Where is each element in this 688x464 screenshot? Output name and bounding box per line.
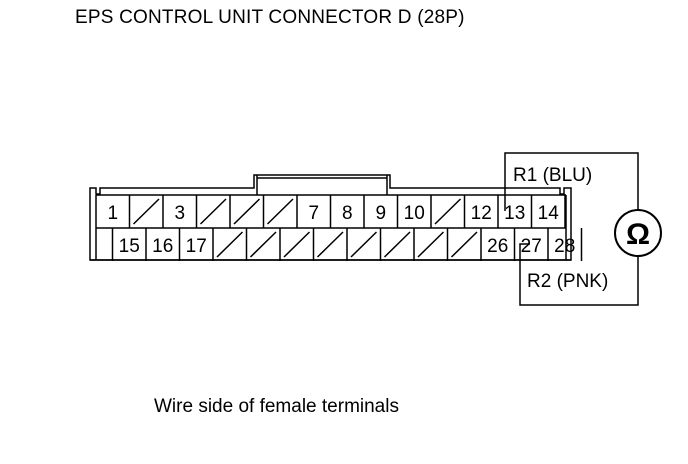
unused-terminal-slash <box>283 231 311 258</box>
terminal-number: 16 <box>152 236 173 257</box>
diagram-caption: Wire side of female terminals <box>154 396 399 417</box>
unused-terminal-slash <box>450 231 478 258</box>
terminal-number: 26 <box>487 236 508 257</box>
terminal-number: 9 <box>375 203 386 224</box>
bottom-row-cell <box>417 228 449 261</box>
top-row-cell: 3 <box>174 195 198 228</box>
terminal-number: 12 <box>471 203 492 224</box>
connector-bottom-row: 15 16 17 26 27 28 <box>111 228 583 261</box>
top-row-cell: 9 <box>375 195 399 228</box>
bottom-row-cell <box>350 228 382 261</box>
unused-terminal-slash <box>199 198 227 225</box>
bottom-row-cell <box>216 228 248 261</box>
top-row-cell: 10 <box>404 195 432 228</box>
top-row-cell: 8 <box>342 195 365 228</box>
unused-terminal-slash <box>350 231 378 258</box>
unused-terminal-slash <box>434 198 462 225</box>
top-row-cell <box>233 195 265 228</box>
bottom-row-cell: 15 <box>119 228 147 261</box>
top-row-cell <box>132 195 164 228</box>
bottom-row-cell: 27 <box>521 228 549 261</box>
bottom-row-cell <box>450 228 482 261</box>
bottom-row-cell: 28 <box>554 228 583 261</box>
r2-probe-label: R2 (PNK) <box>527 271 608 292</box>
top-row-cell <box>199 195 231 228</box>
terminal-number: 10 <box>404 203 425 224</box>
terminal-number: 13 <box>504 203 525 224</box>
bottom-row-cell <box>249 228 281 261</box>
top-row-cell <box>434 195 466 228</box>
terminal-number: 15 <box>119 236 140 257</box>
bottom-row-cell <box>316 228 348 261</box>
bottom-row-cell: 26 <box>487 228 516 261</box>
terminal-number: 27 <box>521 236 542 257</box>
terminal-number: 3 <box>174 203 185 224</box>
meter-wiring <box>504 152 662 306</box>
bottom-row-cell: 17 <box>186 228 214 261</box>
r1-probe-label: R1 (BLU) <box>513 165 592 186</box>
terminal-number: 14 <box>538 203 560 224</box>
unused-terminal-slash <box>383 231 411 258</box>
unused-terminal-slash <box>266 198 294 225</box>
terminal-number: 17 <box>186 236 207 257</box>
diagram-title: EPS CONTROL UNIT CONNECTOR D (28P) <box>75 7 465 28</box>
terminal-number: 8 <box>342 203 353 224</box>
ohmmeter-icon: Ω <box>626 218 650 251</box>
bottom-row-cell <box>283 228 315 261</box>
terminal-number: 28 <box>554 236 575 257</box>
top-row-cell: 13 <box>504 195 533 228</box>
unused-terminal-slash <box>132 198 160 225</box>
bottom-row-cell: 16 <box>152 228 181 261</box>
bottom-row-cell <box>383 228 415 261</box>
top-row-cell <box>266 195 298 228</box>
terminal-number: 7 <box>308 203 319 224</box>
unused-terminal-slash <box>249 231 277 258</box>
top-row-cell: 1 <box>107 195 131 228</box>
unused-terminal-slash <box>216 231 244 258</box>
top-row-cell: 7 <box>308 195 332 228</box>
unused-terminal-slash <box>233 198 261 225</box>
unused-terminal-slash <box>417 231 445 258</box>
top-row-cell: 14 <box>538 195 566 228</box>
terminal-number: 1 <box>107 203 118 224</box>
unused-terminal-slash <box>316 231 344 258</box>
top-row-cell: 12 <box>471 195 499 228</box>
